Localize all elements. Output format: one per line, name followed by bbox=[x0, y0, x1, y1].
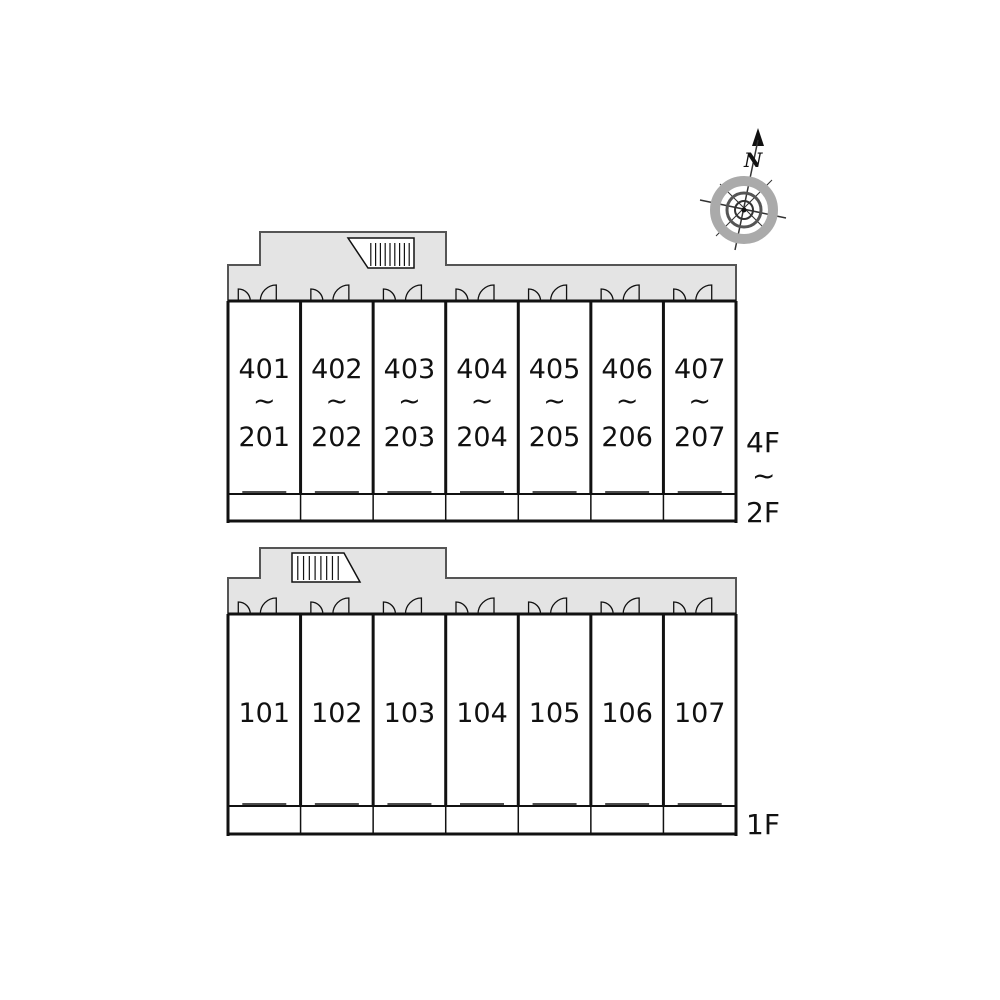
unit-range-mark: ~ bbox=[326, 386, 349, 417]
unit-number: 101 bbox=[239, 698, 291, 729]
floor-label-2f: 2F bbox=[746, 496, 780, 529]
door-icon bbox=[310, 597, 350, 615]
lower-units-frame bbox=[226, 612, 738, 836]
unit-range-mark: ~ bbox=[471, 386, 494, 417]
unit-number: 104 bbox=[456, 698, 508, 729]
door-icon bbox=[673, 284, 713, 302]
unit-number: 103 bbox=[384, 698, 436, 729]
unit-cell: 404~204 bbox=[456, 354, 508, 453]
lower-stairs-icon bbox=[291, 552, 362, 583]
unit-number-bottom: 203 bbox=[384, 422, 436, 453]
floor-label-4f: 4F bbox=[746, 426, 780, 459]
door-icon bbox=[527, 284, 568, 302]
north-label: N bbox=[743, 148, 763, 172]
unit-number-top: 401 bbox=[239, 354, 291, 385]
unit-number-bottom: 207 bbox=[674, 422, 726, 453]
unit-number-top: 403 bbox=[384, 354, 436, 385]
unit-range-mark: ~ bbox=[253, 386, 276, 417]
unit-number-bottom: 205 bbox=[529, 422, 581, 453]
door-icon bbox=[673, 597, 713, 615]
unit-cell: 406~206 bbox=[601, 354, 653, 453]
door-icon bbox=[600, 284, 640, 302]
compass-ring-icon bbox=[710, 176, 778, 244]
door-icon bbox=[382, 284, 423, 302]
unit-cell: 405~205 bbox=[529, 354, 581, 453]
floor-label-1f: 1F bbox=[746, 808, 780, 841]
unit-number: 102 bbox=[311, 698, 363, 729]
unit-cell: 402~202 bbox=[311, 354, 363, 453]
unit-cell: 401~201 bbox=[239, 354, 291, 453]
unit-number-bottom: 204 bbox=[456, 422, 508, 453]
north-arrow-icon bbox=[752, 128, 764, 146]
unit-number: 105 bbox=[529, 698, 581, 729]
unit-cell: 407~207 bbox=[674, 354, 726, 453]
unit-range-mark: ~ bbox=[616, 386, 639, 417]
unit-range-mark: ~ bbox=[398, 386, 421, 417]
upper-units-frame bbox=[226, 299, 738, 523]
upper-stairs-icon bbox=[346, 237, 415, 269]
door-icon bbox=[382, 597, 423, 615]
door-icon bbox=[455, 284, 495, 302]
upper-block: 401~201402~202403~203404~204405~205406~2… bbox=[226, 231, 780, 529]
compass: N bbox=[699, 128, 787, 251]
lower-corridor bbox=[227, 547, 737, 615]
unit-number-top: 405 bbox=[529, 354, 581, 385]
unit-range-mark: ~ bbox=[543, 386, 566, 417]
door-icon bbox=[455, 597, 495, 615]
door-icon bbox=[237, 284, 277, 302]
door-icon bbox=[310, 284, 350, 302]
floor-label-range: ~ bbox=[752, 459, 775, 492]
door-icon bbox=[237, 597, 277, 615]
door-icon bbox=[600, 597, 640, 615]
lower-block: 101 102 103 104 105 106 107 1F bbox=[226, 547, 780, 841]
unit-number-bottom: 202 bbox=[311, 422, 363, 453]
unit-number-top: 402 bbox=[311, 354, 363, 385]
unit-number-top: 404 bbox=[456, 354, 508, 385]
unit-number: 106 bbox=[601, 698, 653, 729]
unit-cell: 403~203 bbox=[384, 354, 436, 453]
unit-number-bottom: 206 bbox=[601, 422, 653, 453]
unit-number-bottom: 201 bbox=[239, 422, 291, 453]
unit-number-top: 406 bbox=[601, 354, 653, 385]
door-icon bbox=[527, 597, 568, 615]
unit-number-top: 407 bbox=[674, 354, 726, 385]
upper-floor-label: 4F ~ 2F bbox=[746, 426, 780, 529]
unit-range-mark: ~ bbox=[688, 386, 711, 417]
unit-number: 107 bbox=[674, 698, 726, 729]
